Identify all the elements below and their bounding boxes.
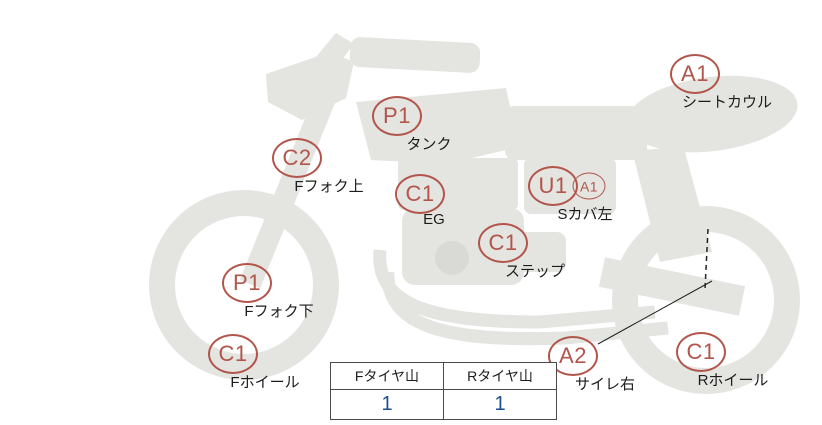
marker-label: サイレ右 bbox=[574, 376, 636, 393]
condition-code-badge: P1 bbox=[222, 263, 272, 303]
condition-code-badge: C1 bbox=[478, 223, 528, 263]
condition-code-badge: A1 bbox=[670, 54, 720, 94]
condition-code-badge: C1 bbox=[676, 332, 726, 372]
marker-label: Fホイール bbox=[230, 374, 300, 391]
condition-code-badge: U1 bbox=[528, 166, 578, 206]
front-tire-value: 1 bbox=[330, 389, 444, 420]
front-tire-header: Fタイヤ山 bbox=[330, 362, 444, 390]
condition-code-badge: C1 bbox=[395, 174, 445, 214]
marker-label: シートカウル bbox=[681, 94, 773, 111]
seat-rail-shape bbox=[505, 106, 647, 160]
exhaust-pipe-lower-shape bbox=[381, 271, 669, 346]
marker-label: ステップ bbox=[504, 263, 566, 280]
condition-subcode-badge: A1 bbox=[572, 172, 606, 200]
tire-table-value-row: 1 1 bbox=[330, 389, 557, 420]
rear-frame-shape bbox=[632, 148, 712, 262]
exhaust-pipe-upper-shape bbox=[373, 249, 656, 329]
rear-wheel-shape bbox=[612, 206, 800, 394]
silencer-pointer-line bbox=[597, 280, 713, 345]
condition-code-badge: P1 bbox=[372, 96, 422, 136]
rear-shock-dashed-line bbox=[704, 228, 709, 290]
marker-label: Fフォク下 bbox=[244, 303, 314, 320]
marker-label: Fフォク上 bbox=[294, 178, 364, 195]
rear-tire-header: Rタイヤ山 bbox=[443, 362, 557, 390]
seat-cowl-shape bbox=[626, 75, 798, 153]
marker-label: Rホイール bbox=[697, 372, 769, 389]
condition-code-badge: A2 bbox=[548, 336, 598, 376]
marker-label: タンク bbox=[406, 136, 452, 153]
rear-tire-value: 1 bbox=[443, 389, 557, 420]
handlebar-bar-shape bbox=[349, 37, 481, 73]
condition-code-badge: C1 bbox=[208, 334, 258, 374]
tire-tread-table: Fタイヤ山 Rタイヤ山 1 1 bbox=[330, 362, 557, 420]
muffler-shape bbox=[598, 257, 746, 316]
marker-label: EG bbox=[423, 211, 445, 228]
engine-cover-shape bbox=[435, 241, 469, 275]
marker-label: Sカバ左 bbox=[557, 206, 613, 223]
condition-code-badge: C2 bbox=[272, 138, 322, 178]
tire-table-header-row: Fタイヤ山 Rタイヤ山 bbox=[330, 362, 557, 390]
